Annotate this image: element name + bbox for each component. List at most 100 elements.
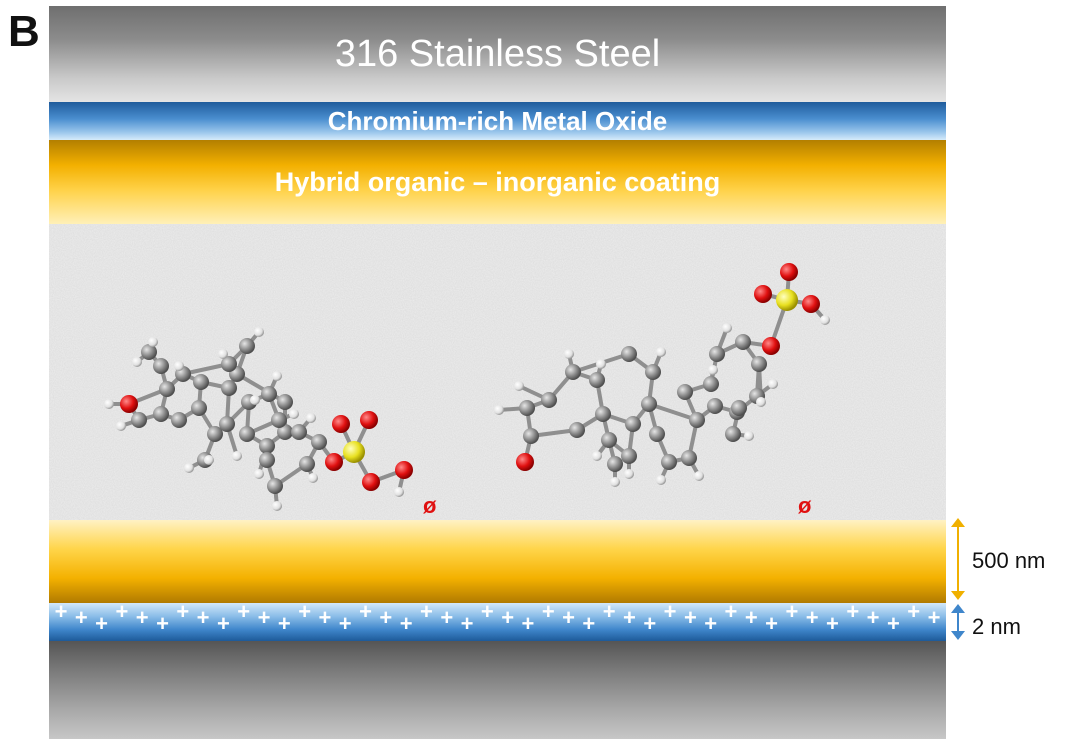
positive-charge-mark: + xyxy=(785,603,798,624)
hydrogen-atom xyxy=(184,463,194,473)
hydrogen-atom xyxy=(820,315,830,325)
hydrogen-atom xyxy=(289,409,299,419)
steroid-sulfate-molecule-left xyxy=(104,327,413,511)
positive-charge-mark: + xyxy=(522,611,535,636)
carbon-atom xyxy=(589,372,605,388)
null-mark-right: ø xyxy=(798,493,812,518)
hydrogen-atom xyxy=(596,359,606,369)
positive-charge-mark: + xyxy=(136,605,149,630)
carbon-atom xyxy=(681,450,697,466)
positive-charge-mark: + xyxy=(501,605,514,630)
carbon-atom xyxy=(621,346,637,362)
positive-charge-mark: + xyxy=(319,605,332,630)
carbon-atom xyxy=(159,381,175,397)
hydrogen-atom xyxy=(272,371,282,381)
carbon-atom xyxy=(607,456,623,472)
solution-region: ø ø xyxy=(49,224,946,520)
stainless-steel-layer-bottom xyxy=(49,641,946,739)
hydrogen-atom xyxy=(722,323,732,333)
oxygen-atom xyxy=(362,473,380,491)
hydrogen-atom xyxy=(308,473,318,483)
carbon-atom xyxy=(565,364,581,380)
carbon-atom xyxy=(239,338,255,354)
hydrogen-atom xyxy=(610,477,620,487)
positive-charge-mark: + xyxy=(359,603,372,624)
carbon-atom xyxy=(277,394,293,410)
positive-charge-mark: + xyxy=(704,611,717,636)
carbon-atom xyxy=(153,406,169,422)
carbon-atom xyxy=(207,426,223,442)
carbon-atom xyxy=(271,412,287,428)
steroid-sulfate-molecule-right xyxy=(494,263,830,487)
bond xyxy=(235,372,287,404)
oxygen-atom xyxy=(780,263,798,281)
hydrogen-atom xyxy=(768,379,778,389)
sulfur-atom xyxy=(343,441,365,463)
hydrogen-atom xyxy=(204,455,214,465)
hydrogen-atom xyxy=(564,349,574,359)
hydrogen-atom xyxy=(254,327,264,337)
positive-charge-mark: + xyxy=(237,603,250,624)
positive-charge-mark: + xyxy=(582,611,595,636)
positive-charge-mark: + xyxy=(765,611,778,636)
hydrogen-atom xyxy=(756,397,766,407)
oxygen-atom xyxy=(754,285,772,303)
carbon-atom xyxy=(193,374,209,390)
carbon-atom xyxy=(519,400,535,416)
hydrogen-atom xyxy=(624,469,634,479)
carbon-atom xyxy=(191,400,207,416)
carbon-atom xyxy=(569,422,585,438)
positive-charge-mark: + xyxy=(806,605,819,630)
positive-charge-mark: + xyxy=(420,603,433,624)
positive-charge-mark: + xyxy=(339,611,352,636)
carbon-atom xyxy=(261,386,277,402)
carbon-atom xyxy=(141,344,157,360)
carbon-atom xyxy=(751,356,767,372)
panel-label: B xyxy=(8,7,40,56)
positive-charge-mark: + xyxy=(907,603,920,624)
coating-thickness-label: 500 nm xyxy=(972,548,1046,573)
carbon-atom xyxy=(661,454,677,470)
hydrogen-atom xyxy=(132,357,142,367)
carbon-atom xyxy=(153,358,169,374)
carbon-atom xyxy=(299,456,315,472)
hydrogen-atom xyxy=(744,431,754,441)
oxygen-atom xyxy=(762,337,780,355)
oxygen-atom xyxy=(395,461,413,479)
hydrogen-atom xyxy=(514,381,524,391)
positive-charge-mark: + xyxy=(217,611,230,636)
chromium-oxide-layer: Chromium-rich Metal Oxide xyxy=(49,102,946,140)
carbon-atom xyxy=(677,384,693,400)
stainless-steel-label: 316 Stainless Steel xyxy=(334,32,661,75)
positive-charge-mark: + xyxy=(298,603,311,624)
carbon-atom xyxy=(219,416,235,432)
positive-charge-mark: + xyxy=(379,605,392,630)
carbon-atom xyxy=(703,376,719,392)
positive-charges: ++++++++++++++++++++++++++++++++++++++++… xyxy=(55,603,941,636)
hydrogen-atom xyxy=(104,399,114,409)
bond xyxy=(648,402,698,422)
carbon-atom xyxy=(221,356,237,372)
positive-charge-mark: + xyxy=(115,603,128,624)
oxide-label: Chromium-rich Metal Oxide xyxy=(327,105,668,136)
positive-charge-mark: + xyxy=(55,603,68,624)
carbon-atom xyxy=(311,434,327,450)
positive-charge-mark: + xyxy=(400,611,413,636)
positive-charge-mark: + xyxy=(258,605,271,630)
positive-charge-mark: + xyxy=(156,611,169,636)
hydrogen-atom xyxy=(592,451,602,461)
positive-charge-mark: + xyxy=(481,603,494,624)
positive-charge-mark: + xyxy=(826,611,839,636)
carbon-atom xyxy=(641,396,657,412)
hydrogen-atom xyxy=(174,361,184,371)
hybrid-coating-layer-top: Hybrid organic – inorganic coating xyxy=(49,140,946,224)
positive-charge-mark: + xyxy=(867,605,880,630)
hydrogen-atom xyxy=(116,421,126,431)
carbon-atom xyxy=(735,334,751,350)
carbon-atom xyxy=(601,432,617,448)
solution-illustration: ø ø xyxy=(49,224,946,520)
carbon-atom xyxy=(171,412,187,428)
oxygen-atom xyxy=(802,295,820,313)
oxygen-atom xyxy=(516,453,534,471)
hydrogen-atom xyxy=(394,487,404,497)
